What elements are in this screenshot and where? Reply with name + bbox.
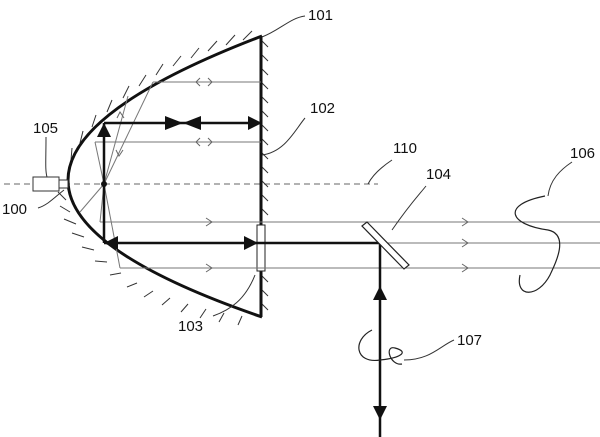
- polarization-loop-106: [514, 195, 561, 293]
- label-100: 100: [2, 201, 27, 218]
- collimated-rays: [79, 81, 600, 269]
- label-106: 106: [570, 145, 595, 162]
- bold-beam-path: [102, 121, 382, 437]
- label-102: 102: [310, 100, 335, 117]
- bold-arrowheads: [97, 116, 387, 420]
- focal-point-100: [101, 181, 107, 187]
- bowtie-arrows: [165, 116, 201, 130]
- label-103: 103: [178, 318, 203, 335]
- label-101: 101: [308, 7, 333, 24]
- mirror-hatching: [57, 30, 253, 326]
- parabolic-mirror: [66, 34, 263, 319]
- source-105: [32, 176, 69, 192]
- label-105: 105: [33, 120, 58, 137]
- polarization-loop-107: [358, 329, 403, 365]
- window-103: [256, 224, 266, 272]
- reference-labels: 101 102 110 104 106 105 100 103 107: [2, 7, 595, 349]
- label-107: 107: [457, 332, 482, 349]
- label-104: 104: [426, 166, 451, 183]
- leader-lines: [37, 15, 573, 361]
- beam-splitter-104: [361, 221, 410, 270]
- label-110: 110: [393, 140, 417, 157]
- ray-arrowheads: [115, 77, 469, 273]
